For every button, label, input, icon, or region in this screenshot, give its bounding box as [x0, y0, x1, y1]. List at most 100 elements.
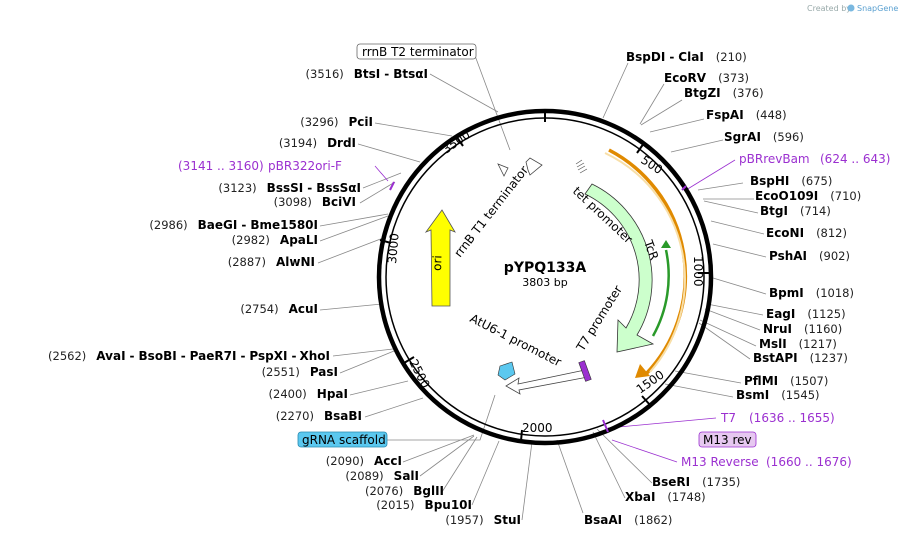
site-pos: (2887) — [228, 255, 266, 269]
t7-primer-pos: (1636 .. 1655) — [749, 411, 835, 425]
site-name: AvaI — [96, 349, 125, 363]
site-sep: - — [181, 349, 186, 363]
pbr322ori-name: pBR322ori-F — [268, 159, 342, 173]
pbrrev-pos: (624 .. 643) — [820, 152, 890, 166]
enzyme-site: NruI (1160) — [763, 322, 842, 336]
t7-promoter-mark — [578, 360, 592, 382]
site-alt: PaeR7I — [190, 349, 237, 363]
enzyme-site: (2754) AcuI — [240, 302, 318, 316]
site-pos: (710) — [830, 189, 861, 203]
tcr-label: TcR — [641, 237, 661, 262]
site-sep: - — [240, 349, 245, 363]
rrnb-t2-label: rrnB T2 terminator — [362, 45, 474, 59]
enzyme-site: SgrAI(596) — [724, 130, 804, 144]
site-name: AcuI — [289, 302, 318, 316]
site-alt: PspXI — [249, 349, 287, 363]
enzyme-site: BtgZI (376) — [684, 86, 764, 100]
site-name: BglII — [413, 484, 444, 498]
tick-3000: 3000 — [385, 233, 402, 265]
site-alt: ClaI — [678, 50, 703, 64]
m13rev-label: M13 rev — [703, 433, 752, 447]
site-name: DrdI — [327, 136, 356, 150]
site-name: BtsI — [354, 67, 381, 81]
site-name: BsmI — [736, 388, 769, 402]
site-name: AccI — [374, 454, 402, 468]
enzyme-site: (2562)AvaI-BsoBI-PaeR7I-PspXI-XhoI — [48, 349, 330, 363]
site-name: BtgI — [760, 204, 788, 218]
enzyme-site: BsmI (1545) — [736, 388, 820, 402]
site-alt: Bme1580I — [250, 218, 318, 232]
site-name: EcoRV — [664, 71, 707, 85]
site-pos: (1748) — [667, 490, 705, 504]
enzyme-site: EcoRV(373) — [664, 71, 749, 85]
enzyme-site: (3516)BtsI-BtsαI — [306, 67, 428, 81]
site-pos: (2400) — [269, 387, 307, 401]
site-name: BsaAI — [584, 513, 622, 527]
site-name: BtgZI — [684, 86, 721, 100]
snapgene-logo-icon — [847, 4, 855, 12]
enzyme-site: BspDI-ClaI(210) — [626, 50, 747, 64]
pbrrev-mark — [681, 185, 687, 191]
site-pos: (2986) — [149, 218, 187, 232]
rrnb-t1-arrow — [497, 163, 509, 177]
enzyme-site: (3194)DrdI — [279, 136, 356, 150]
site-name: ApaLI — [280, 233, 318, 247]
site-pos: (3516) — [306, 67, 344, 81]
enzyme-site: FspAI(448) — [706, 108, 787, 122]
rrnb-t2-arrow — [525, 157, 543, 176]
credit: Created by SnapGene — [807, 4, 898, 13]
enzyme-site: XbaI (1748) — [625, 490, 706, 504]
site-sep: - — [130, 349, 135, 363]
plasmid-length: 3803 bp — [522, 276, 567, 289]
enzyme-site: (2076)BglII — [365, 484, 444, 498]
m13r-name: M13 Reverse — [681, 455, 759, 469]
enzyme-site: (2400) HpaI — [269, 387, 348, 401]
site-name: NruI — [763, 322, 792, 336]
t7-primer-name: T7 — [720, 411, 736, 425]
site-name: EcoO109I — [755, 189, 818, 203]
site-name: EcoNI — [766, 226, 804, 240]
site-pos: (2562) — [48, 349, 86, 363]
site-name: SalI — [394, 469, 419, 483]
credit-brand: SnapGene — [857, 4, 898, 13]
t7-primer-mark — [602, 419, 609, 433]
site-pos: (210) — [716, 50, 747, 64]
site-pos: (714) — [800, 204, 831, 218]
site-name: PasI — [310, 365, 338, 379]
grna-scaffold-label: gRNA scaffold — [302, 433, 386, 447]
enzyme-site: MslI(1217) — [759, 337, 837, 351]
site-name: AlwNI — [276, 255, 315, 269]
enzyme-site: (3123)BssSI-BssSαI — [218, 181, 361, 195]
site-pos: (1545) — [781, 388, 819, 402]
enzyme-site: BsaAI(1862) — [584, 513, 672, 527]
green-feature-arc — [651, 249, 670, 337]
site-pos: (2015) — [376, 498, 414, 512]
enzyme-site: (2982)ApaLI — [232, 233, 318, 247]
site-sep: - — [291, 349, 296, 363]
pbrrev-name: pBRrevBam — [739, 152, 810, 166]
site-pos: (376) — [733, 86, 764, 100]
enzyme-site: (2986)BaeGI-Bme1580I — [149, 218, 318, 232]
site-pos: (1125) — [807, 307, 845, 321]
enzyme-site: PflMI(1507) — [744, 374, 828, 388]
enzyme-site: (3296)PciI — [300, 115, 373, 129]
enzyme-site: BstAPI(1237) — [753, 351, 848, 365]
site-name: PciI — [349, 115, 374, 129]
site-pos: (1160) — [804, 322, 842, 336]
enzyme-site: EcoNI(812) — [766, 226, 847, 240]
site-name: HpaI — [317, 387, 348, 401]
site-name: Bpu10I — [425, 498, 472, 512]
enzyme-site: BseRI(1735) — [652, 475, 740, 489]
enzyme-site: EagI(1125) — [766, 307, 846, 321]
grna-scaffold-mark — [497, 361, 516, 381]
orange-feature-inner — [604, 152, 686, 373]
site-name: BaeGI — [198, 218, 238, 232]
site-name: XbaI — [625, 490, 655, 504]
site-alt: XhoI — [299, 349, 330, 363]
site-name: MslI — [759, 337, 787, 351]
site-pos: (2754) — [240, 302, 278, 316]
enzyme-site: (2015) Bpu10I — [376, 498, 472, 512]
m13rev-box — [698, 431, 757, 448]
site-name: SgrAI — [724, 130, 761, 144]
